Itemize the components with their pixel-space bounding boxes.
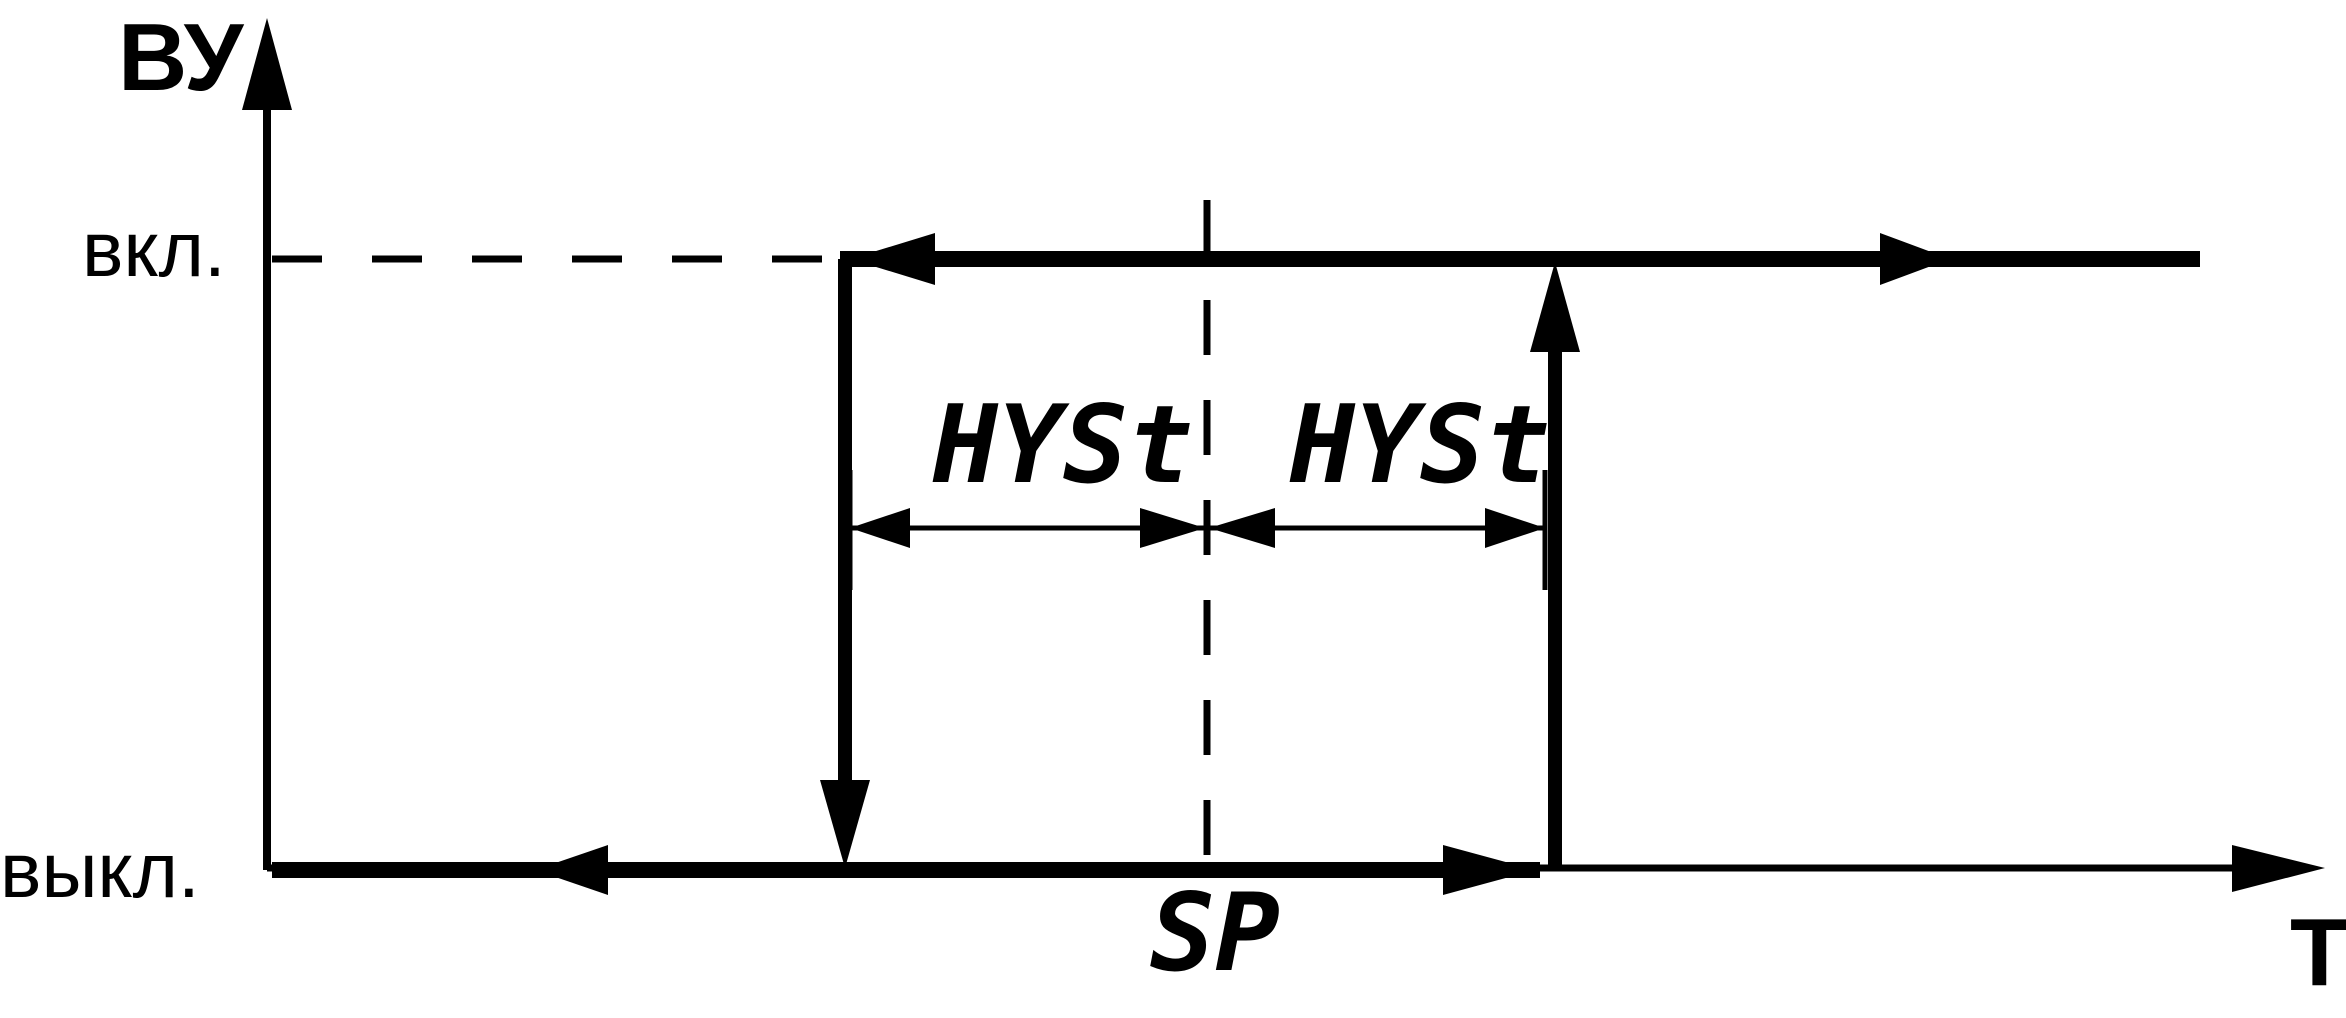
on-level-line bbox=[840, 233, 2200, 285]
off-line-right-arrow bbox=[1443, 845, 1535, 895]
y-axis bbox=[242, 18, 292, 870]
x-axis-label: Т bbox=[2290, 899, 2346, 1006]
hysteresis-right-label: HYSt bbox=[1289, 383, 1550, 508]
off-level-line bbox=[272, 845, 1540, 895]
off-line-left-arrow bbox=[535, 845, 608, 895]
hysteresis-left-dimension bbox=[847, 470, 1205, 590]
hysteresis-right-dimension bbox=[1209, 470, 1548, 590]
setpoint-label: SP bbox=[1150, 871, 1280, 996]
state-on-label: вкл. bbox=[82, 205, 226, 293]
switch-off-transition bbox=[820, 259, 870, 868]
switch-on-transition bbox=[1530, 262, 1580, 870]
hysteresis-left-label: HYSt bbox=[932, 383, 1193, 508]
state-off-label: выкл. bbox=[0, 826, 200, 914]
on-line-right-arrow bbox=[1880, 233, 1950, 285]
y-axis-label: ВУ bbox=[118, 4, 245, 111]
on-line-left-arrow bbox=[850, 233, 935, 285]
